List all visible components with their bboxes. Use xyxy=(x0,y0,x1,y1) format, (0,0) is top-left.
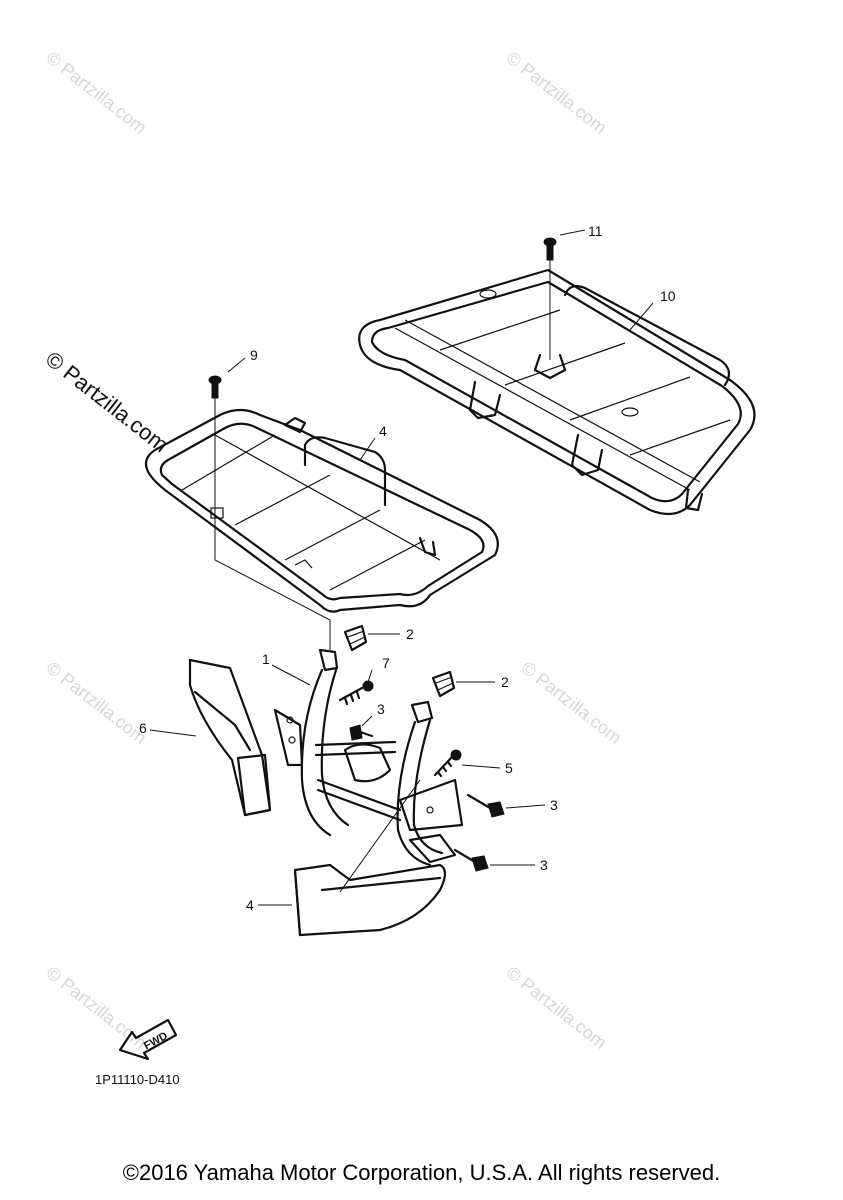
watermarks: © Partzilla.com © Partzilla.com © Partzi… xyxy=(41,47,626,1052)
bolt-3c xyxy=(453,848,489,872)
front-guard-frame xyxy=(273,648,464,867)
bolt-3a xyxy=(349,724,374,741)
callout-3b: 3 xyxy=(550,797,558,813)
callout-leaders xyxy=(149,229,654,906)
callout-1: 1 xyxy=(262,651,270,667)
screw-7 xyxy=(338,680,374,706)
callout-9: 9 xyxy=(250,347,258,363)
bolt-3b xyxy=(466,793,505,818)
callout-2a: 2 xyxy=(406,626,414,642)
watermark-3: © Partzilla.com xyxy=(43,657,151,747)
rear-carrier xyxy=(358,268,756,516)
diagram-code: 1P11110-D410 xyxy=(95,1072,180,1087)
callout-4b: 4 xyxy=(246,897,254,913)
callout-11: 11 xyxy=(588,223,603,239)
grommet-2a xyxy=(343,624,368,652)
grommet-2b xyxy=(431,670,456,698)
side-guard-4 xyxy=(293,779,447,937)
watermark-1: © Partzilla.com xyxy=(43,47,151,137)
front-carrier xyxy=(144,408,499,613)
watermark-4: © Partzilla.com xyxy=(518,657,626,747)
callout-4a: 4 xyxy=(379,423,387,439)
watermark-5: © Partzilla.com xyxy=(43,962,151,1052)
callout-2b: 2 xyxy=(501,674,509,690)
callout-3c: 3 xyxy=(540,857,548,873)
callout-7: 7 xyxy=(382,655,390,671)
bolt-11 xyxy=(543,237,557,360)
screw-5 xyxy=(433,749,462,778)
copyright-notice: ©2016 Yamaha Motor Corporation, U.S.A. A… xyxy=(122,1160,721,1185)
watermark-dark: © Partzilla.com xyxy=(41,346,173,457)
bolt-9 xyxy=(208,375,331,650)
watermark-6: © Partzilla.com xyxy=(503,962,611,1052)
callout-numbers: 11 10 9 4 2 1 7 2 3 6 5 3 3 4 xyxy=(139,223,676,913)
callout-6: 6 xyxy=(139,720,147,736)
callout-3a: 3 xyxy=(377,701,385,717)
side-guard-6 xyxy=(188,658,272,817)
watermark-2: © Partzilla.com xyxy=(503,47,611,137)
callout-10: 10 xyxy=(660,288,676,304)
callout-5: 5 xyxy=(505,760,513,776)
